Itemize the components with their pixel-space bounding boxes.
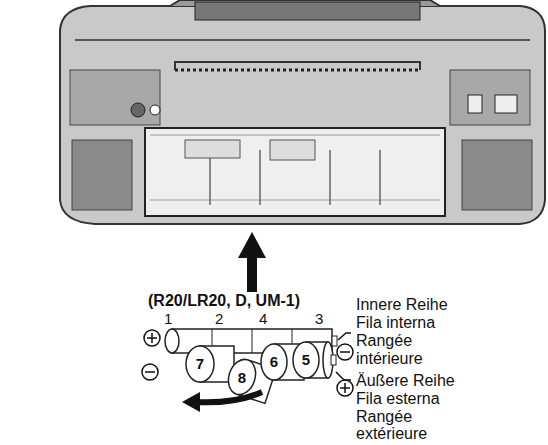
rail-teeth — [175, 69, 420, 72]
leader-line — [336, 372, 351, 380]
row-label: Rangée intérieure — [356, 332, 456, 367]
body-ridge — [75, 39, 530, 41]
jack — [150, 105, 160, 115]
left-panel — [70, 70, 160, 125]
insert-arrow — [238, 232, 266, 292]
callout-number: 8 — [233, 370, 251, 387]
callout-number: 1 — [164, 311, 172, 328]
battery-size-label: (R20/LR20, D, UM-1) — [148, 292, 300, 310]
leader-line — [338, 333, 351, 340]
top-rail — [175, 62, 420, 70]
callout-number: 5 — [297, 352, 315, 369]
screw — [131, 103, 145, 117]
rotate-arrow-head — [182, 392, 200, 412]
handle-grip — [195, 2, 420, 20]
row-label: Äußere Reihe — [356, 372, 456, 390]
callout-number: 4 — [259, 311, 267, 328]
row-label: Fila interna — [356, 314, 456, 332]
socket — [495, 95, 517, 113]
socket — [468, 95, 482, 113]
callout-number: 7 — [191, 356, 209, 373]
polarity-symbol — [142, 330, 353, 396]
foot-panel — [462, 140, 532, 210]
callout-number: 6 — [265, 354, 283, 371]
row-label: Innere Reihe — [356, 296, 456, 314]
row-label: Rangée extérieure — [356, 408, 456, 443]
callout-number: 2 — [215, 311, 223, 328]
spring — [185, 140, 240, 158]
rotate-arrow — [196, 392, 262, 402]
right-panel — [450, 70, 530, 125]
callout-number: 3 — [315, 311, 323, 328]
battery-compartment — [145, 128, 445, 216]
compartment-edge — [150, 135, 440, 200]
row-label: Fila esterna — [356, 390, 456, 408]
outer-row — [186, 342, 336, 403]
spring — [270, 140, 315, 160]
foot-panel — [72, 140, 132, 210]
boombox-body — [60, 6, 545, 224]
